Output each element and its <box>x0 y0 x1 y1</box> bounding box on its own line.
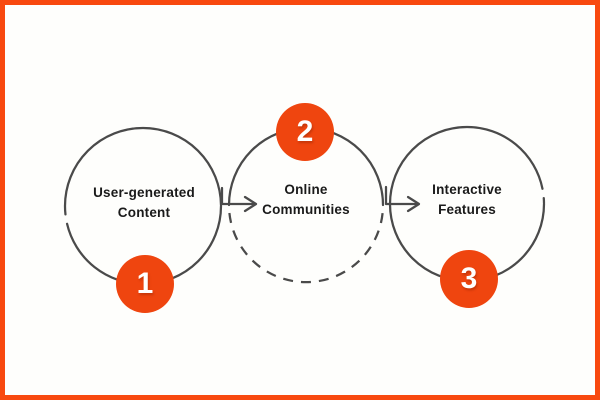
step-2-circle-outline-dashed <box>228 212 384 284</box>
step-3-label: Interactive Features <box>382 180 552 220</box>
step-3-number-badge: 3 <box>440 250 498 308</box>
arrow-step2-to-step3-head <box>406 195 421 213</box>
step-1-label-line-1: User-generated <box>93 185 195 200</box>
step-3-label-line-2: Features <box>438 202 496 217</box>
step-3-number: 3 <box>460 262 478 295</box>
step-2-label-line-1: Online <box>284 182 328 197</box>
step-1-number-badge: 1 <box>116 255 174 313</box>
step-2-label-line-2: Communities <box>262 202 350 217</box>
step-3-label-line-1: Interactive <box>432 182 502 197</box>
step-2-label: Online Communities <box>221 180 391 220</box>
arrow-step2-to-step3 <box>384 185 420 206</box>
step-1-label: User-generated Content <box>59 183 229 223</box>
step-2-number: 2 <box>296 115 314 148</box>
arrow-step1-to-step2-head <box>243 195 258 213</box>
step-2-number-badge: 2 <box>276 103 334 161</box>
step-1-label-line-2: Content <box>117 205 171 220</box>
arrow-step1-to-step2 <box>220 186 257 206</box>
step-1-number: 1 <box>136 267 154 300</box>
